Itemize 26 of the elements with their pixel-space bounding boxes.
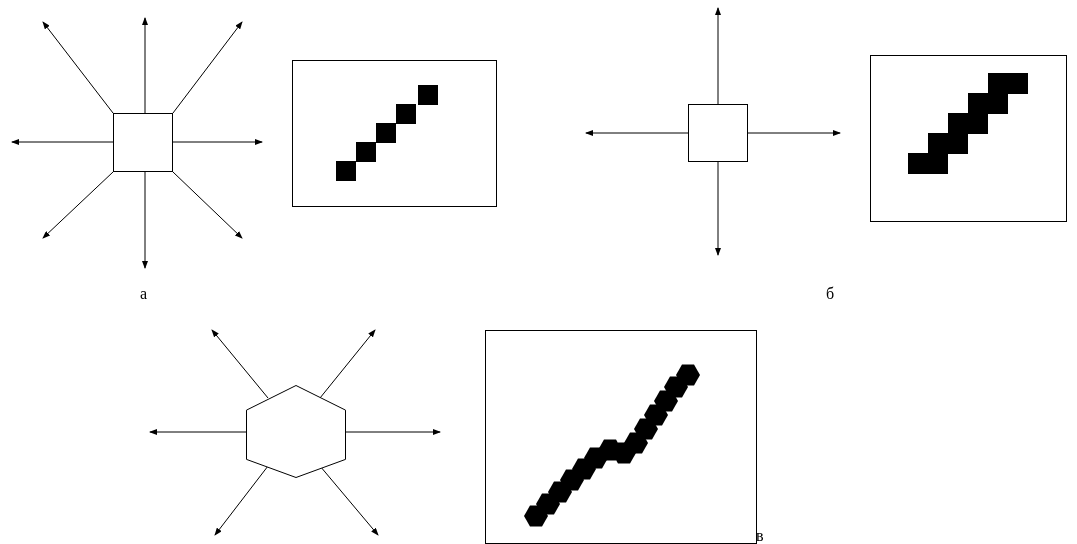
pixel-grid-frame xyxy=(292,60,497,207)
arrow xyxy=(11,139,114,145)
arrow xyxy=(715,7,721,105)
arrow xyxy=(172,139,263,145)
square-shape xyxy=(113,113,173,172)
panel-label: а xyxy=(140,286,148,302)
arrow xyxy=(715,161,721,256)
pixel-grid-frame xyxy=(870,55,1067,222)
arrow xyxy=(345,429,441,435)
square-shape xyxy=(688,104,748,162)
pixel-grid-frame xyxy=(485,330,757,544)
arrow xyxy=(319,329,376,399)
arrow xyxy=(142,17,148,114)
arrow xyxy=(747,130,841,136)
hexagon-shape xyxy=(246,385,346,478)
arrow xyxy=(42,171,114,239)
arrow xyxy=(142,171,148,269)
arrow xyxy=(172,21,243,114)
arrow xyxy=(149,429,247,435)
panel-label: в xyxy=(756,528,764,544)
arrow xyxy=(585,130,689,136)
panel-label: б xyxy=(826,286,835,302)
arrow xyxy=(214,465,269,536)
arrow xyxy=(172,171,243,239)
arrow xyxy=(211,329,269,399)
arrow xyxy=(42,21,114,114)
